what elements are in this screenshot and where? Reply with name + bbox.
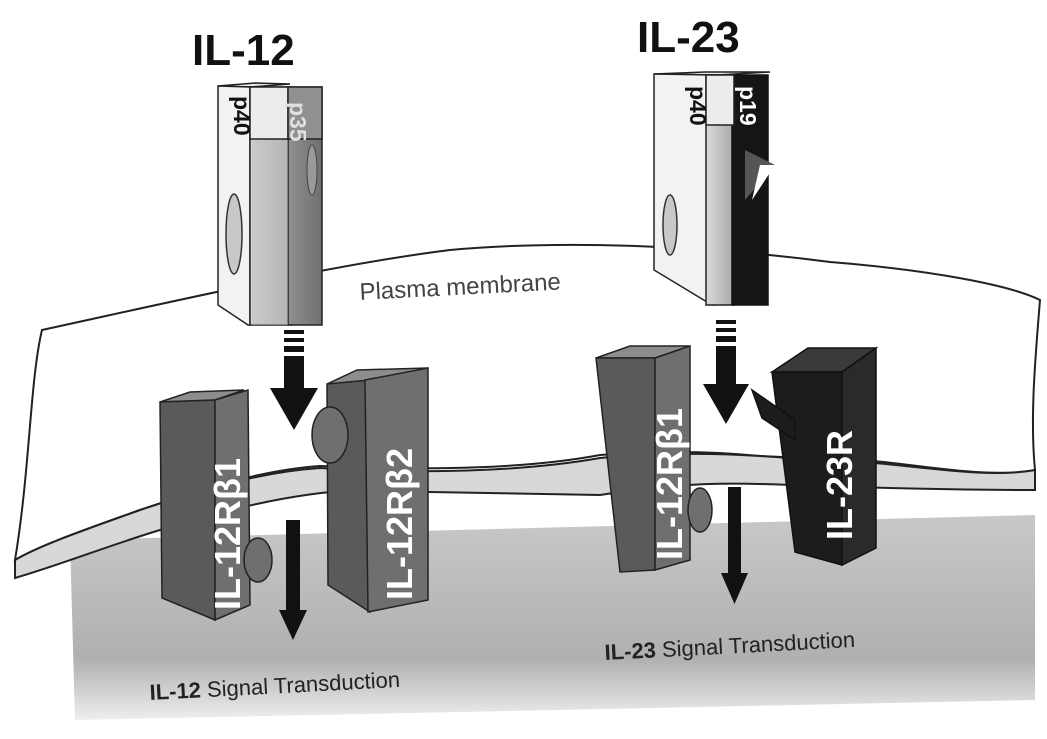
receptor-label-il12rb1-left: IL-12Rβ1	[207, 458, 248, 610]
il12-binding-arrow	[270, 330, 318, 430]
receptor-label-il12rb2: IL-12Rβ2	[379, 448, 420, 600]
il23-title: IL-23	[637, 13, 740, 62]
il23-signal-bold: IL-23	[604, 637, 657, 665]
il23-p40-label: p40	[685, 86, 711, 126]
il23-binding-arrow	[703, 320, 749, 424]
il12rb1-receptor-left	[159, 388, 273, 622]
cytoplasm-region	[70, 515, 1035, 720]
il12-cytokine	[217, 82, 323, 326]
receptor-label-il23r: IL-23R	[819, 430, 860, 540]
il12-signal-caption: IL-12 Signal Transduction	[149, 667, 401, 705]
il23r-receptor	[750, 346, 879, 567]
il23-cytokine	[653, 71, 775, 306]
il12-p40-label: p40	[229, 96, 255, 136]
il12rb1-receptor-right	[595, 344, 713, 573]
il12-p35-label: p35	[285, 102, 311, 142]
il12rb2-receptor	[311, 367, 429, 614]
il23-signal-arrow	[721, 487, 748, 604]
il12-signal-bold: IL-12	[149, 677, 202, 705]
plasma-membrane-edge	[14, 452, 1036, 580]
il12-signal-arrow	[279, 520, 307, 640]
il12-title: IL-12	[192, 26, 295, 75]
receptor-label-il12rb1-right: IL-12Rβ1	[649, 408, 690, 560]
il23-p19-label: p19	[735, 86, 761, 126]
